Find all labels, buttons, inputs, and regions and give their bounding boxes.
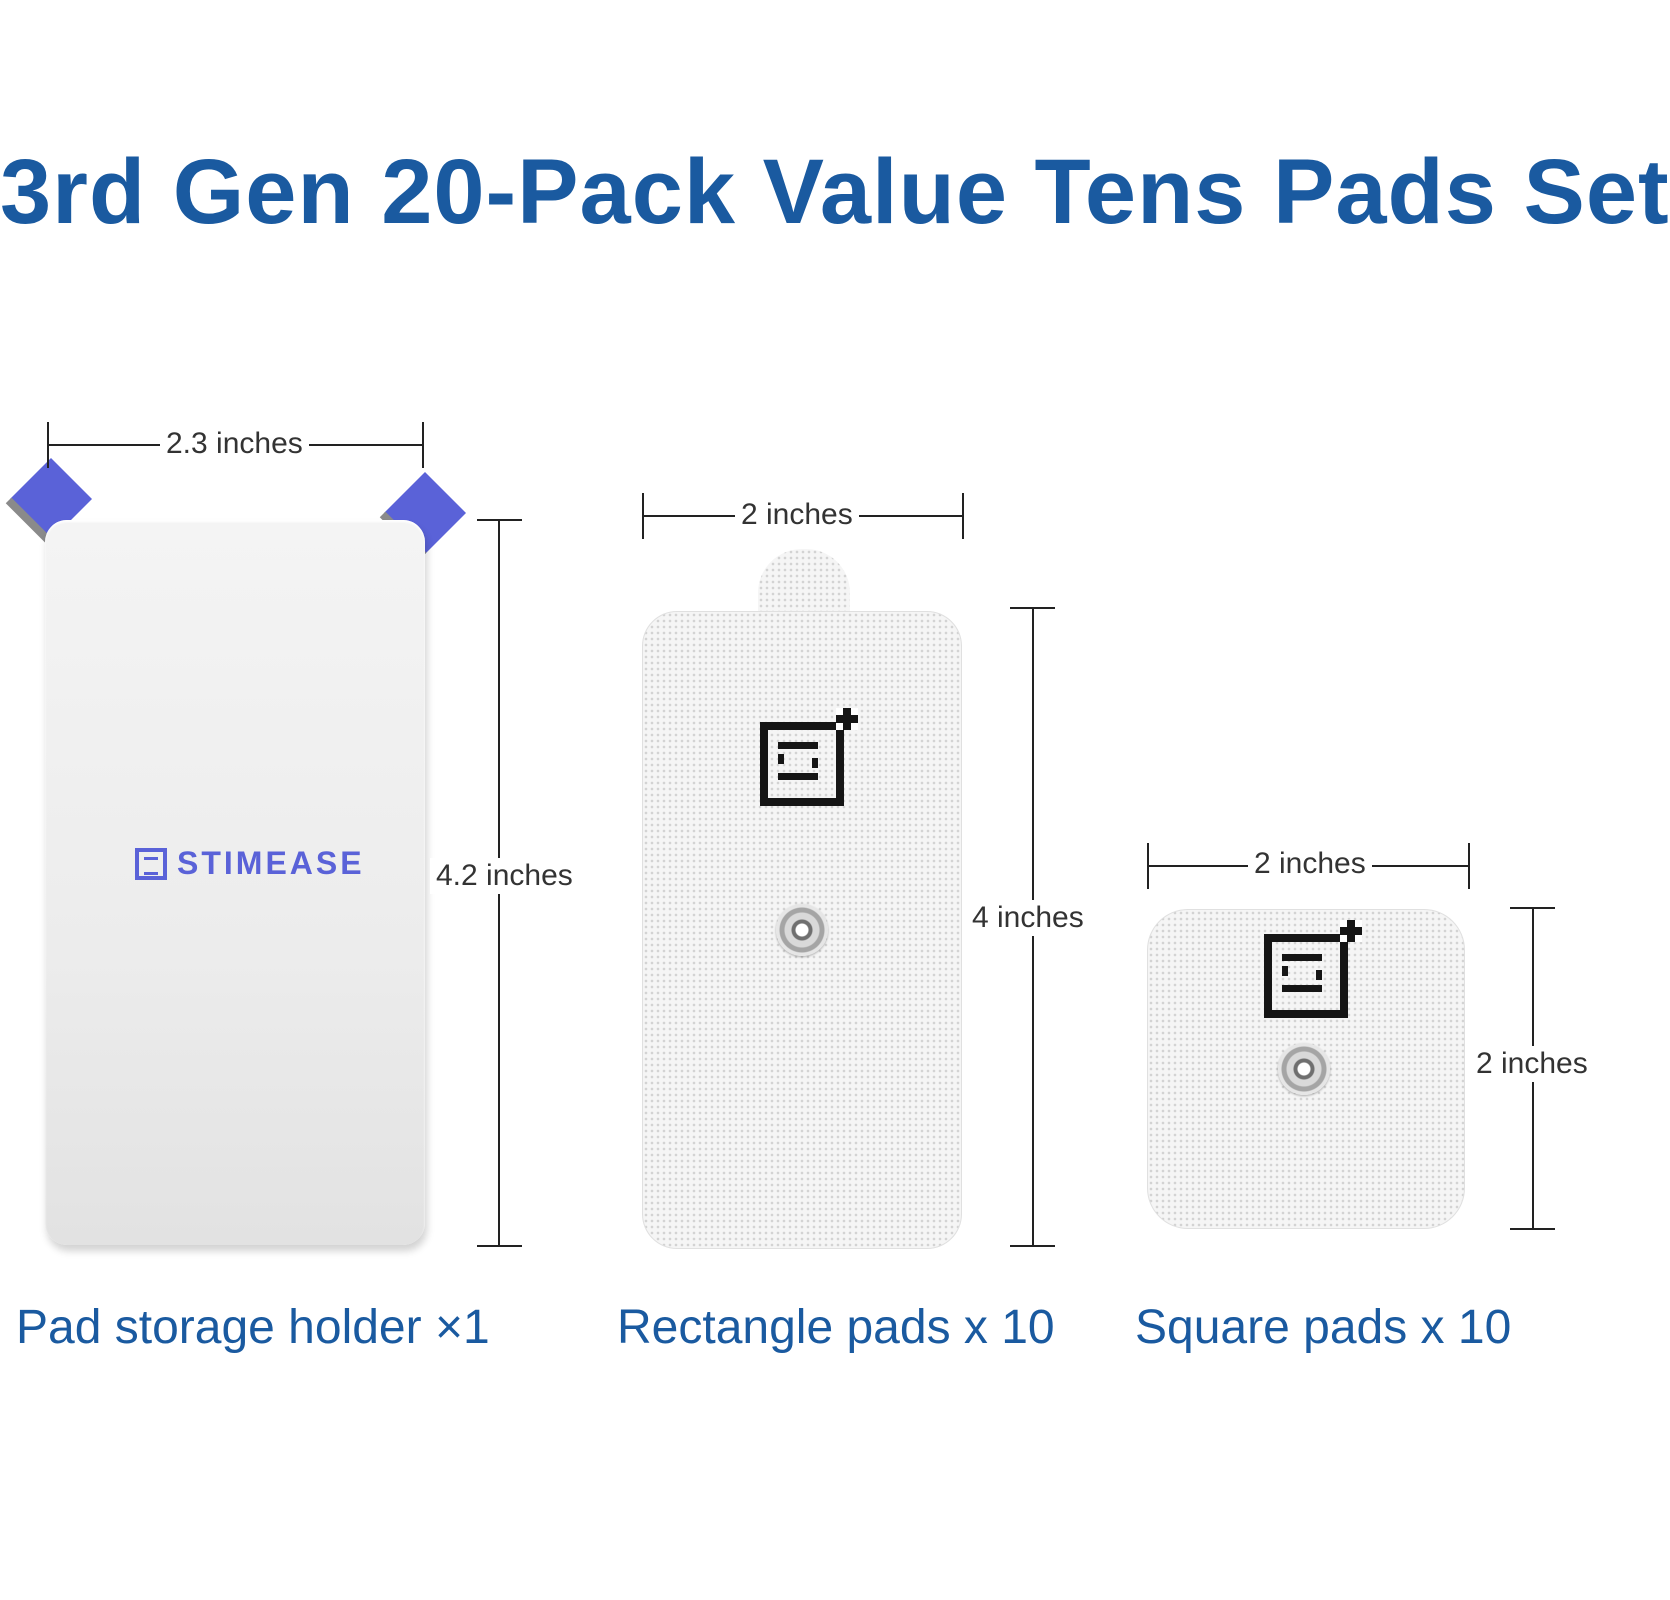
holder-width-tick-right <box>422 422 424 468</box>
square-width-label: 2 inches <box>1248 846 1372 882</box>
rect-height-tick-bottom <box>1010 1245 1055 1247</box>
brand-logo-icon <box>135 847 167 880</box>
snap-connector-icon <box>776 904 828 956</box>
pad-logo-icon <box>1264 920 1362 1018</box>
rectangle-caption: Rectangle pads x 10 <box>617 1301 1055 1354</box>
square-width-tick-right <box>1468 843 1470 889</box>
page-title: 3rd Gen 20-Pack Value Tens Pads Set <box>0 141 1670 243</box>
rect-width-label: 2 inches <box>735 497 859 533</box>
rect-width-tick-right <box>962 493 964 539</box>
rectangle-pad <box>643 612 961 1248</box>
holder-width-label: 2.3 inches <box>160 426 309 462</box>
square-pad <box>1148 910 1464 1228</box>
rect-height-label: 4 inches <box>966 900 1090 936</box>
square-height-tick-bottom <box>1510 1228 1555 1230</box>
holder-caption: Pad storage holder ×1 <box>16 1301 490 1354</box>
pad-storage-holder: STIMEASE <box>45 520 425 1245</box>
square-height-label: 2 inches <box>1470 1046 1594 1082</box>
snap-connector-icon <box>1278 1043 1330 1095</box>
brand-mark: STIMEASE <box>135 845 365 882</box>
pad-logo-icon <box>760 708 858 806</box>
brand-name: STIMEASE <box>177 845 365 881</box>
holder-height-label: 4.2 inches <box>430 858 579 894</box>
holder-height-tick-bottom <box>477 1245 522 1247</box>
square-caption: Square pads x 10 <box>1135 1301 1512 1354</box>
